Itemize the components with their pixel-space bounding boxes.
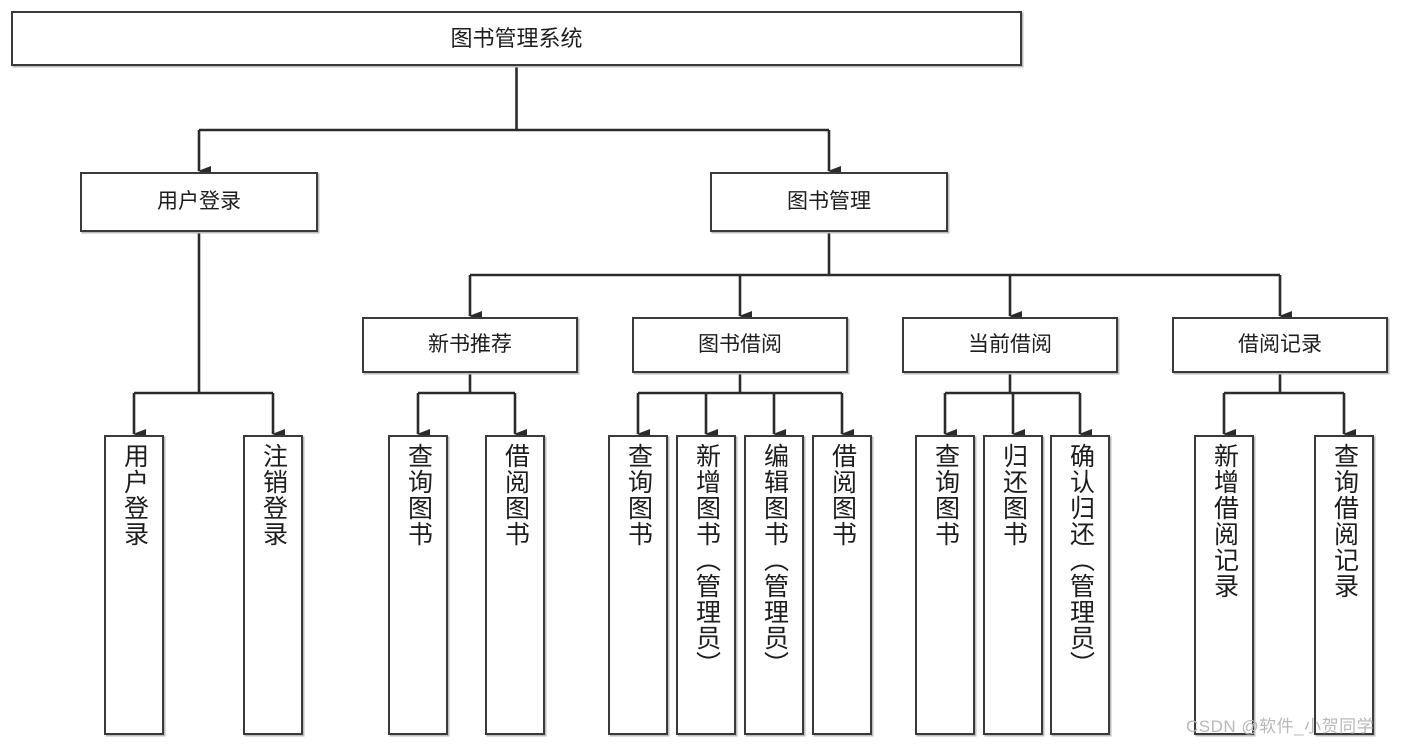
node-leaf-cur-query-label: 查询图书 [931, 443, 960, 547]
node-leaf-rec-borrow-label: 借阅图书 [501, 443, 530, 547]
node-leaf-user-login-label: 用户登录 [120, 443, 149, 547]
node-leaf-user-logout[interactable]: 注销登录 [243, 435, 303, 735]
node-leaf-rec-query2-label: 查询借阅记录 [1330, 443, 1359, 599]
node-leaf-cur-query[interactable]: 查询图书 [915, 435, 975, 735]
node-leaf-cur-return-label: 归还图书 [999, 443, 1028, 547]
node-leaf-rec-query2[interactable]: 查询借阅记录 [1314, 435, 1374, 735]
node-root-label: 图书管理系统 [450, 25, 583, 51]
node-book-manage-label: 图书管理 [787, 189, 871, 213]
node-user-login[interactable]: 用户登录 [80, 172, 318, 232]
node-new-book-rec[interactable]: 新书推荐 [362, 317, 578, 373]
node-leaf-cur-confirm[interactable]: 确认归还（管理员） [1050, 435, 1110, 735]
node-leaf-borrow-edit[interactable]: 编辑图书（管理员） [744, 435, 804, 735]
node-leaf-rec-add[interactable]: 新增借阅记录 [1194, 435, 1254, 735]
node-leaf-rec-borrow[interactable]: 借阅图书 [485, 435, 545, 735]
node-leaf-cur-confirm-label: 确认归还（管理员） [1066, 443, 1095, 677]
node-root[interactable]: 图书管理系统 [11, 11, 1022, 66]
node-borrow-record-label: 借阅记录 [1238, 332, 1322, 356]
node-new-book-rec-label: 新书推荐 [428, 332, 512, 356]
node-leaf-borrow-do-label: 借阅图书 [828, 443, 857, 547]
node-leaf-user-login[interactable]: 用户登录 [104, 435, 164, 735]
node-current-borrow-label: 当前借阅 [968, 332, 1052, 356]
node-book-manage[interactable]: 图书管理 [710, 172, 948, 232]
node-leaf-borrow-do[interactable]: 借阅图书 [812, 435, 872, 735]
node-user-login-label: 用户登录 [157, 189, 241, 213]
node-book-borrow[interactable]: 图书借阅 [632, 317, 848, 373]
node-borrow-record[interactable]: 借阅记录 [1172, 317, 1388, 373]
node-current-borrow[interactable]: 当前借阅 [902, 317, 1118, 373]
node-leaf-rec-query[interactable]: 查询图书 [388, 435, 448, 735]
node-leaf-borrow-query[interactable]: 查询图书 [608, 435, 668, 735]
node-leaf-borrow-query-label: 查询图书 [624, 443, 653, 547]
node-leaf-rec-add-label: 新增借阅记录 [1210, 443, 1239, 599]
node-book-borrow-label: 图书借阅 [698, 332, 782, 356]
node-leaf-borrow-edit-label: 编辑图书（管理员） [760, 443, 789, 677]
node-leaf-user-logout-label: 注销登录 [259, 443, 288, 547]
node-leaf-borrow-add[interactable]: 新增图书（管理员） [676, 435, 736, 735]
node-leaf-cur-return[interactable]: 归还图书 [983, 435, 1043, 735]
node-leaf-rec-query-label: 查询图书 [404, 443, 433, 547]
node-leaf-borrow-add-label: 新增图书（管理员） [692, 443, 721, 677]
